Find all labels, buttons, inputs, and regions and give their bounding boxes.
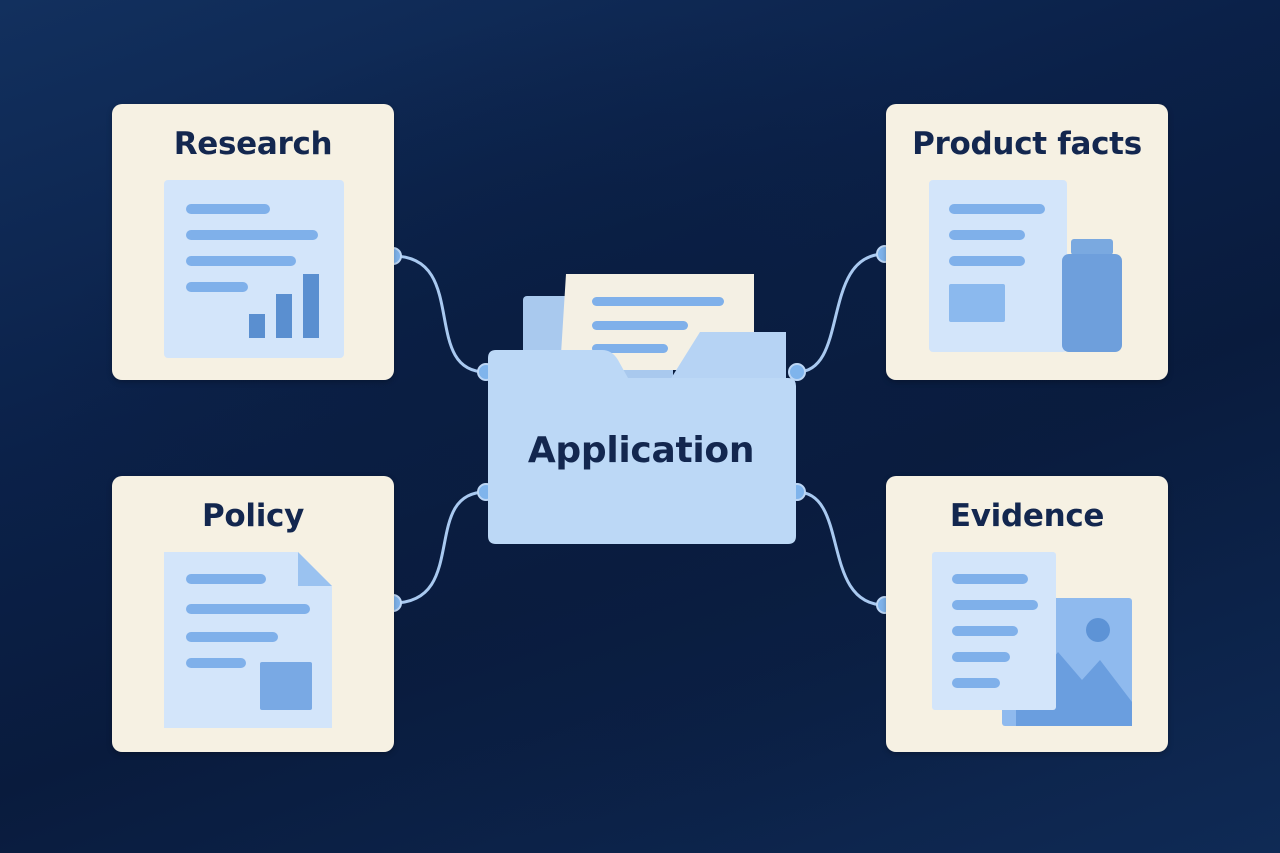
connector-product-facts-application: [795, 252, 887, 374]
card-title-evidence: Evidence: [949, 498, 1105, 534]
card-title-product-facts: Product facts: [912, 126, 1142, 162]
folder-label: Application: [527, 430, 755, 471]
card-research: Research: [112, 104, 394, 380]
folder-body: [488, 350, 796, 544]
document-image-icon: [932, 552, 1132, 726]
card-policy: Policy: [112, 476, 394, 752]
connector-dot: [788, 363, 806, 381]
folder-flap: [670, 332, 786, 380]
card-title-policy: Policy: [201, 498, 305, 534]
connector-policy-application: [391, 490, 488, 605]
folder-paper-line: [592, 321, 688, 330]
card-product-facts: Product facts: [886, 104, 1168, 380]
connector-evidence-application: [795, 490, 887, 607]
policy-document-icon: [164, 552, 332, 728]
card-title-research: Research: [173, 126, 333, 162]
report-chart-icon: [164, 180, 344, 358]
folder-paper-line: [592, 344, 668, 353]
folder-paper-line: [592, 297, 724, 306]
connector-research-application: [391, 254, 488, 374]
card-evidence: Evidence: [886, 476, 1168, 752]
product-bottle-icon: [929, 180, 1122, 352]
